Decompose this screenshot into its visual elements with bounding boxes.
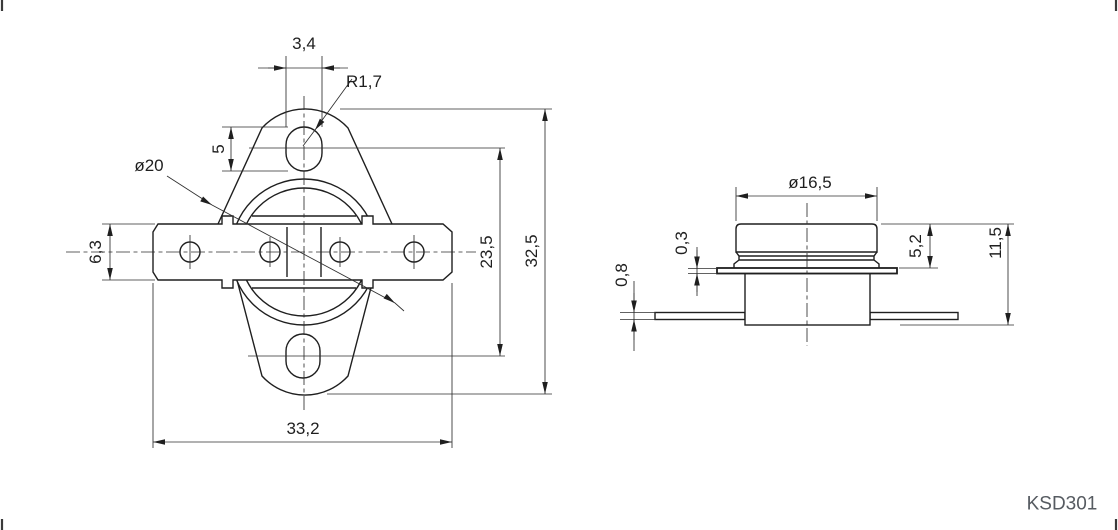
- dim-terminal-thickness-label: 0,8: [612, 263, 631, 287]
- dim-body-diameter-label: ø20: [134, 156, 163, 175]
- side-body: [744, 272, 871, 326]
- dim-plate-thickness-label: 0,3: [672, 231, 691, 255]
- side-terminal-right: [869, 311, 959, 321]
- dim-total-height-label: 11,5: [986, 227, 1005, 259]
- front-view: 3,4 R1,7 5 ø20 6,3 33,2 23,5 32,5: [66, 34, 552, 448]
- dim-slot-height-label: 5: [209, 144, 228, 153]
- part-number-label: KSD301: [1027, 494, 1098, 515]
- dim-hole-spacing-label: 23,5: [477, 235, 496, 268]
- dim-cap-diameter-label: ø16,5: [788, 173, 831, 192]
- dim-hole-radius-label: R1,7: [346, 72, 382, 91]
- dim-slot-width-label: 3,4: [292, 34, 316, 53]
- leader-hole-radius: [302, 78, 353, 147]
- dim-strip-width-label: 6,3: [86, 240, 105, 264]
- side-view: ø16,5 0,3 0,8 5,2 11,5: [612, 173, 1014, 351]
- extension-lines-side: [620, 187, 1014, 326]
- side-terminal-left: [654, 311, 746, 321]
- dim-cap-height-label: 5,2: [906, 234, 925, 258]
- side-cap: [735, 223, 878, 253]
- leader-body-diameter: [166, 175, 405, 312]
- slot-center-lines: [248, 147, 505, 357]
- dim-overall-height-label: 32,5: [522, 234, 541, 267]
- side-cap-rim: [733, 251, 880, 268]
- crosshair-lines: [189, 235, 415, 269]
- extension-lines-front: [102, 56, 552, 448]
- dim-overall-width-label: 33,2: [286, 419, 319, 438]
